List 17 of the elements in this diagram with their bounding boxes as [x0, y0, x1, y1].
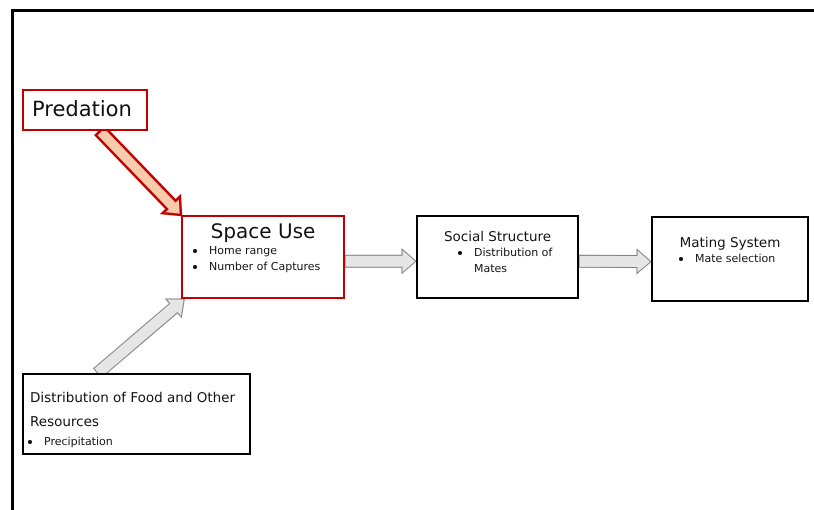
bullet-text: Number of Captures	[209, 260, 320, 273]
box-heading: Predation	[32, 97, 133, 121]
process-box	[22, 373, 251, 455]
process-box	[22, 89, 148, 131]
block-arrow	[578, 248, 652, 275]
box-heading: Distribution of Food and Other Resources	[30, 389, 236, 432]
box-heading: Mating System	[678, 235, 782, 251]
bullet-text: Precipitation	[44, 435, 113, 448]
process-box	[651, 216, 809, 302]
process-box	[181, 215, 345, 299]
bullet-text: Mate selection	[695, 252, 776, 265]
block-arrow	[344, 248, 417, 274]
bullet-text: Home range	[209, 244, 277, 257]
box-heading: Space Use	[210, 219, 316, 243]
process-box	[416, 215, 579, 299]
bullet-text: Distribution of Mates	[474, 246, 552, 275]
box-heading: Social Structure	[442, 229, 552, 245]
